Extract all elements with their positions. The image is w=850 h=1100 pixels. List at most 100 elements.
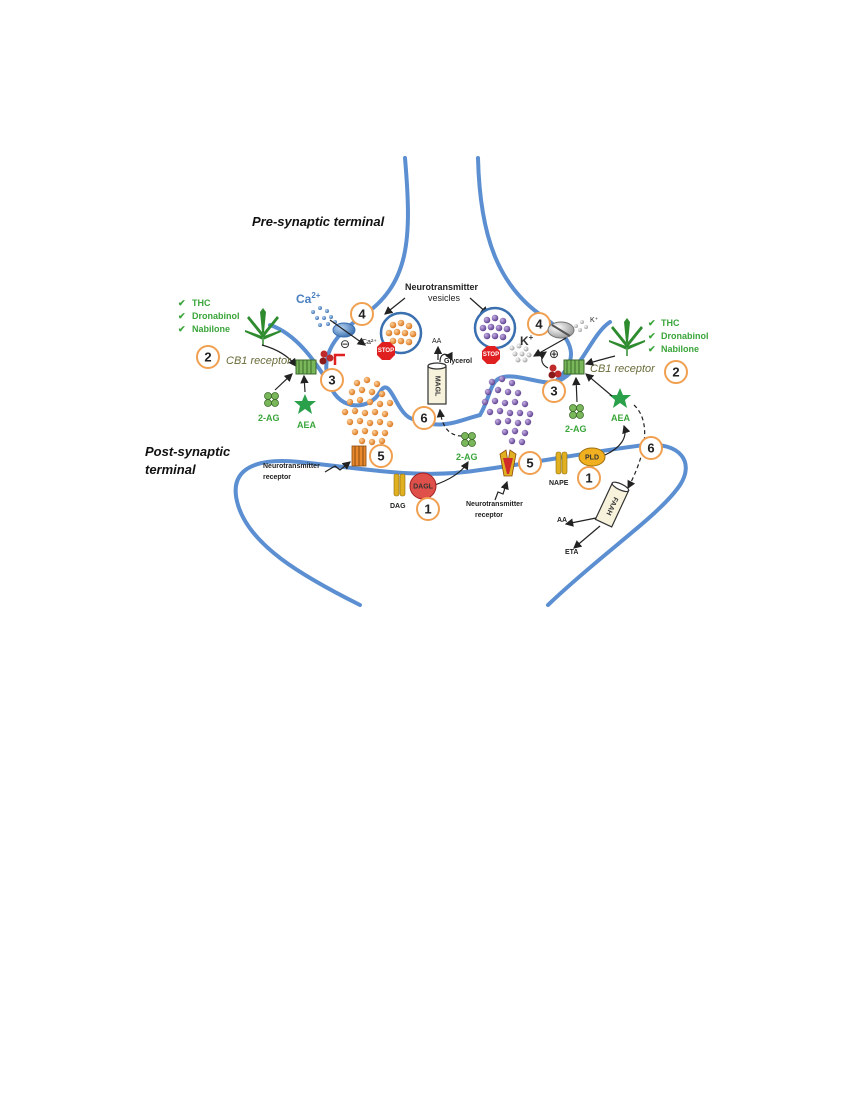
aea-left: AEA — [294, 394, 317, 430]
drug-left-2: Nabilone — [192, 324, 230, 334]
pre-synaptic-title: Pre-synaptic terminal — [252, 214, 385, 229]
two-ag-right: 2-AG — [565, 405, 587, 435]
inhibition-minus-icon: ⊖ — [340, 337, 350, 351]
two-ag-left: 2-AG — [258, 393, 280, 424]
potassium-ion-label: K+ — [520, 333, 534, 348]
eta-label: ETA — [565, 549, 578, 556]
check-icon: ✔ — [648, 331, 656, 341]
nt-vesicles-label-line1: Neurotransmitter — [405, 282, 479, 292]
svg-text:2-AG: 2-AG — [456, 452, 478, 462]
svg-text:2: 2 — [204, 350, 211, 365]
nape-molecule — [556, 452, 567, 474]
svg-text:4: 4 — [535, 317, 543, 332]
faah-to-eta-arrow — [574, 526, 600, 548]
svg-text:4: 4 — [358, 307, 366, 322]
check-icon: ✔ — [178, 324, 186, 334]
cb1-receptor-label-right: CB1 receptor — [590, 363, 656, 375]
two-ag-molecule-icon — [570, 405, 584, 419]
cb1-to-k-channel-arrow — [542, 352, 548, 368]
nt-receptor-left-label-line2: receptor — [263, 474, 291, 481]
aea-right: AEA — [609, 388, 631, 423]
aa-bottom-label: AA — [557, 517, 567, 524]
svg-text:6: 6 — [420, 411, 427, 426]
step-1-center: 1 — [417, 498, 439, 520]
svg-text:STOP: STOP — [378, 348, 394, 354]
arrow-to-left-vesicle — [385, 298, 405, 314]
two-ag-molecule-icon — [265, 393, 279, 407]
check-icon: ✔ — [178, 298, 186, 308]
calcium-ion-cluster — [311, 306, 337, 327]
step-3-right: 3 — [543, 380, 565, 402]
aea-to-cb1-arrow-left — [304, 376, 305, 392]
svg-text:2-AG: 2-AG — [258, 413, 280, 423]
nape-label: NAPE — [549, 480, 569, 487]
faah-enzyme: FAAH — [595, 480, 629, 527]
dag-molecule — [394, 474, 405, 496]
aea-star-icon — [294, 394, 316, 414]
dagl-enzyme: DAGL — [410, 473, 436, 499]
calcium-small-label: Ca²⁺ — [362, 339, 377, 346]
svg-text:PLD: PLD — [585, 455, 599, 462]
step-2-right: 2 — [665, 361, 687, 383]
stop-sign-left: STOP — [377, 342, 395, 360]
drug-list-left: ✔ THC ✔ Dronabinol ✔ Nabilone — [178, 298, 240, 334]
step-5-left: 5 — [370, 445, 392, 467]
drug-left-1: Dronabinol — [192, 311, 240, 321]
cb1-receptor-label-left: CB1 receptor — [226, 355, 292, 367]
nt-receptor-left — [352, 446, 366, 466]
activation-plus-icon: ⊕ — [549, 347, 559, 361]
svg-text:DAGL: DAGL — [413, 484, 434, 491]
two-ag-to-cb1-arrow-right — [576, 378, 577, 402]
two-ag-molecule-icon — [462, 433, 476, 447]
nt-receptor-right — [500, 450, 516, 476]
check-icon: ✔ — [648, 318, 656, 328]
potassium-small-label: K⁺ — [590, 317, 599, 324]
svg-text:MAGL: MAGL — [434, 376, 441, 397]
drug-right-1: Dronabinol — [661, 331, 709, 341]
step-4-left: 4 — [351, 303, 373, 325]
step-6-center: 6 — [413, 407, 435, 429]
svg-text:STOP: STOP — [483, 352, 499, 358]
nt-receptor-right-label-line2: receptor — [475, 512, 503, 519]
pld-enzyme: PLD — [579, 448, 605, 466]
step-5-right: 5 — [519, 452, 541, 474]
vesicle-purple — [475, 308, 515, 348]
step-3-left: 3 — [321, 369, 343, 391]
svg-text:1: 1 — [424, 502, 431, 517]
step-1-right: 1 — [578, 467, 600, 489]
aea-to-cb1-arrow-right — [586, 374, 612, 396]
nt-vesicles-label-line2: vesicles — [428, 293, 461, 303]
svg-text:AEA: AEA — [611, 413, 631, 423]
svg-text:3: 3 — [550, 384, 557, 399]
aea-star-icon — [609, 388, 631, 408]
svg-text:2-AG: 2-AG — [565, 424, 587, 434]
post-synaptic-title-line2: terminal — [145, 462, 196, 477]
calcium-ion-label: Ca2+ — [296, 291, 321, 306]
svg-text:2: 2 — [672, 365, 679, 380]
two-ag-center: 2-AG — [456, 433, 478, 463]
nt-receptor-right-label-line1: Neurotransmitter — [466, 501, 523, 508]
cb1-receptor-left — [296, 360, 316, 374]
check-icon: ✔ — [178, 311, 186, 321]
step-4-right: 4 — [528, 313, 550, 335]
two-ag-to-cb1-arrow-left — [275, 374, 292, 390]
svg-text:5: 5 — [377, 449, 384, 464]
svg-text:3: 3 — [328, 373, 335, 388]
aa-top-label: AA — [432, 338, 442, 345]
cannabis-leaf-icon — [609, 318, 645, 356]
dag-label: DAG — [390, 503, 406, 510]
released-purple-neurotransmitter — [482, 376, 533, 445]
glycerol-label: Glycerol — [444, 358, 472, 365]
nt-receptor-left-label-line1: Neurotransmitter — [263, 463, 320, 470]
stop-sign-right: STOP — [482, 346, 500, 364]
svg-text:5: 5 — [526, 456, 533, 471]
check-icon: ✔ — [648, 344, 656, 354]
drug-right-2: Nabilone — [661, 344, 699, 354]
cb1-receptor-right — [564, 360, 584, 374]
svg-text:1: 1 — [585, 471, 592, 486]
svg-text:6: 6 — [647, 441, 654, 456]
drug-list-right: ✔ THC ✔ Dronabinol ✔ Nabilone — [648, 318, 709, 354]
post-synaptic-title-line1: Post-synaptic — [145, 444, 231, 459]
g-protein-right — [549, 365, 562, 379]
